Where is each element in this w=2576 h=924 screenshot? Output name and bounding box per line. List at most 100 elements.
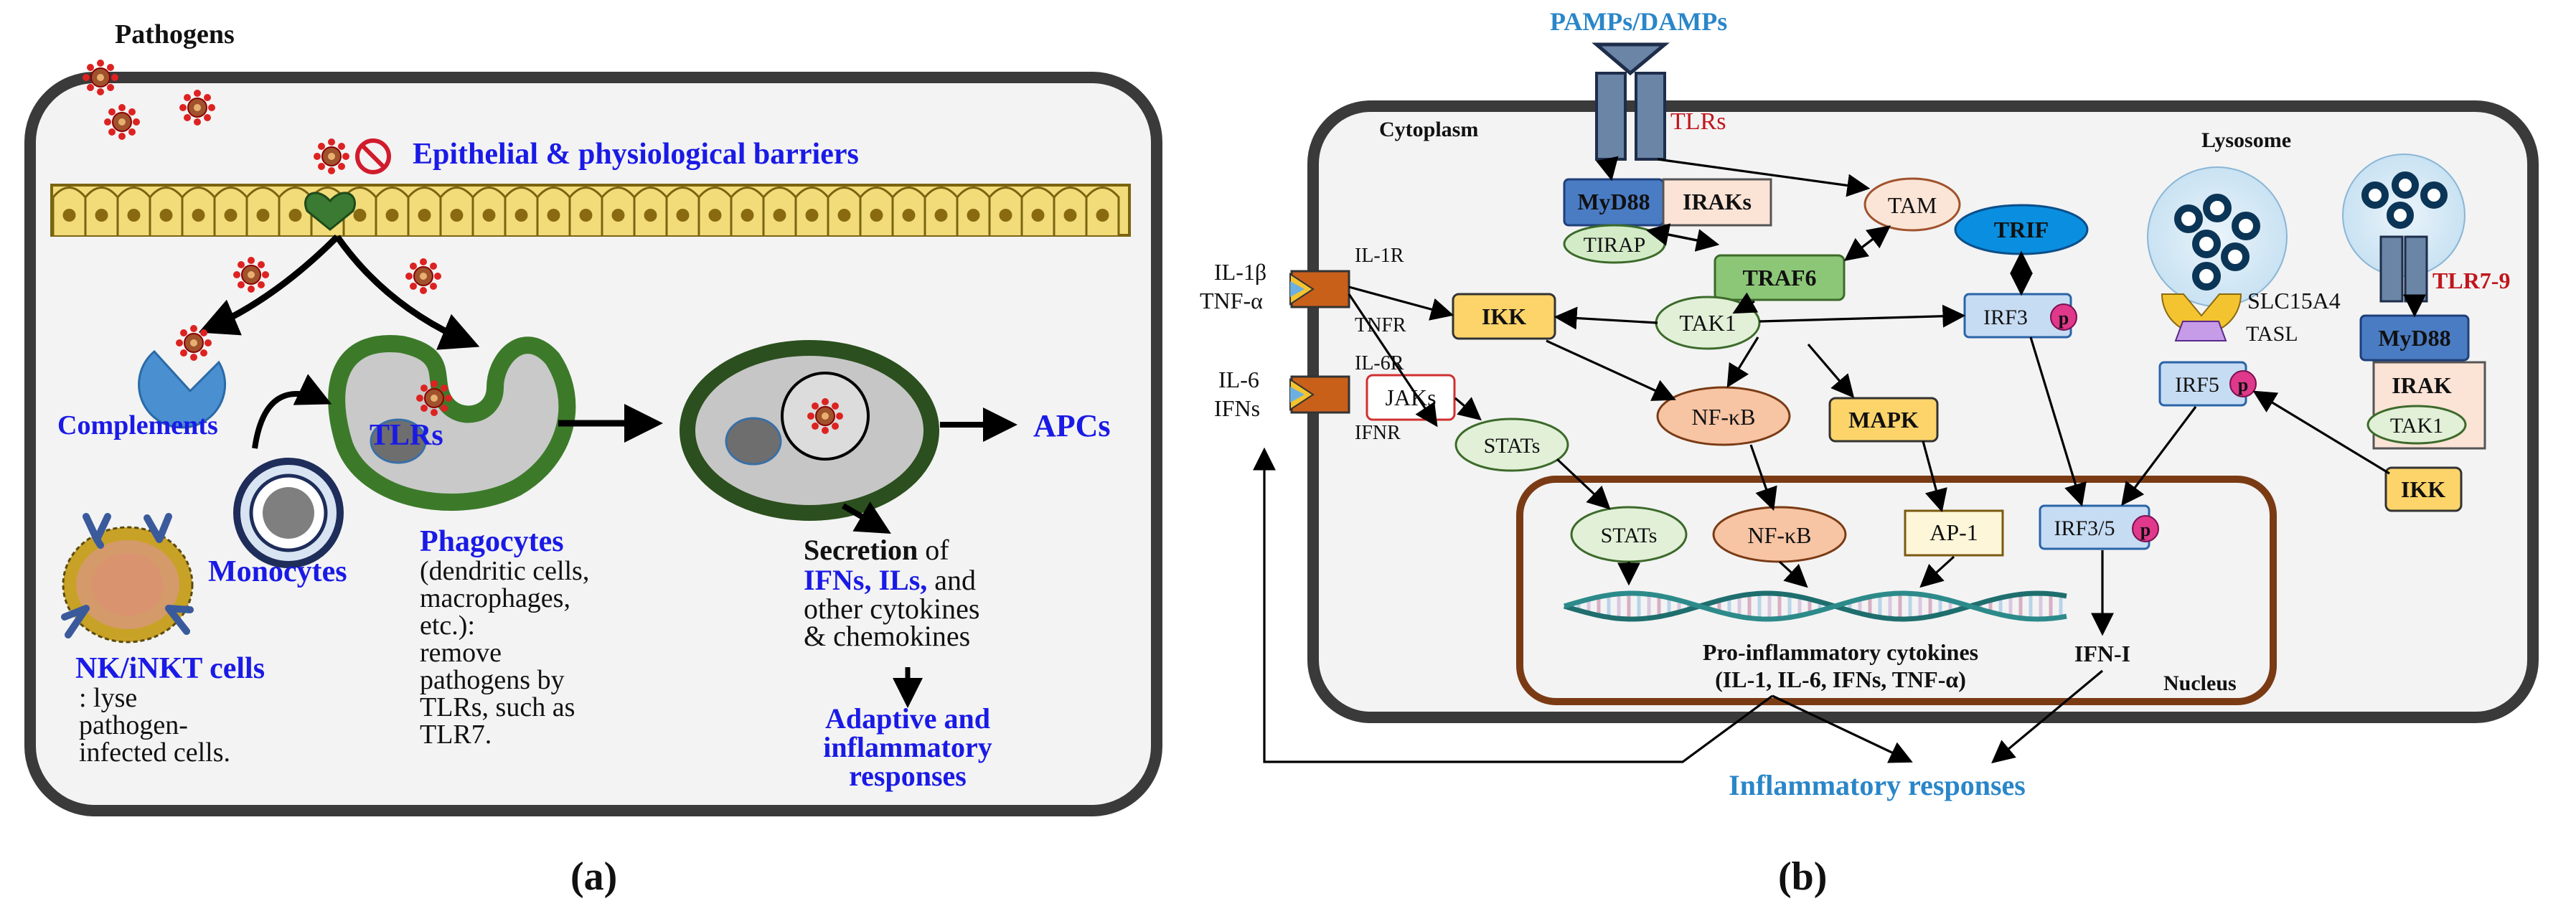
- caption-a: (a): [570, 854, 617, 899]
- epithelial-nucleus: [579, 209, 593, 222]
- epithelial-nucleus: [837, 209, 851, 222]
- arrow: [252, 374, 332, 449]
- text-line: (dendritic cells,: [420, 556, 589, 586]
- lysosome-label: Lysosome: [2201, 128, 2291, 152]
- lysosome-particles: [2174, 171, 2448, 291]
- epithelial-nucleus: [773, 209, 786, 222]
- tlr79-receptor-icon: [2379, 235, 2428, 303]
- epithelial-nucleus: [95, 209, 108, 222]
- il6-label: IL-6: [1218, 367, 1259, 392]
- epithelial-nucleus: [450, 209, 464, 222]
- stats-node-cyto: [1454, 418, 1569, 472]
- ikk-node-r: [2384, 466, 2463, 512]
- complement-icon: [138, 324, 227, 429]
- pathway-arrows: [1253, 156, 2426, 764]
- dna-icon: [1563, 590, 2067, 622]
- phospho-text: p: [2140, 519, 2150, 540]
- text-line: macrophages,: [420, 583, 570, 613]
- stats-text-nuc: STATs: [1601, 524, 1658, 547]
- tnfa-label: TNF-α: [1200, 288, 1263, 314]
- myd88-text: MyD88: [1577, 189, 1650, 214]
- ifnr-label: IFNR: [1355, 422, 1401, 444]
- pathogen-icon: [313, 138, 350, 175]
- ifns-label: IFNs: [1214, 395, 1260, 421]
- il6r-label: IL-6R: [1355, 352, 1404, 374]
- pathogen-icon: [405, 258, 442, 295]
- pamps-label: PAMPs/DAMPs: [1550, 7, 1727, 36]
- phospho-badge: [2132, 515, 2159, 542]
- nfkb-node: [1656, 386, 1791, 446]
- secretion-and: and: [927, 564, 976, 596]
- dna-strand: [1563, 590, 2067, 622]
- receptor-icon: [304, 192, 356, 231]
- epithelial-nucleus: [159, 209, 173, 222]
- nucleus-label: Nucleus: [2163, 671, 2237, 695]
- pathogen-icon: [232, 256, 270, 293]
- tlrs-label-a: TLRs: [370, 419, 443, 452]
- epithelial-nucleus: [418, 209, 431, 222]
- epithelial-nucleus: [353, 209, 367, 222]
- mapk-node: [1828, 397, 1939, 443]
- pathogen-icon: [179, 89, 216, 126]
- epithelial-nucleus: [870, 209, 883, 222]
- text-line: inflammatory: [823, 731, 992, 763]
- tak1-node-r: [2366, 405, 2467, 445]
- monocyte-icon: [233, 458, 344, 568]
- tak1-text-r: TAK1: [2390, 414, 2443, 438]
- slc15a4-label: SLC15A4: [2247, 288, 2341, 314]
- epithelial-nucleus: [999, 209, 1012, 222]
- epithelial-nucleus: [1063, 209, 1077, 222]
- tam-node: [1863, 177, 1961, 232]
- text-line: pathogens by: [420, 665, 565, 695]
- text-line: other cytokines: [804, 593, 980, 625]
- text-line: Adaptive and: [825, 702, 990, 735]
- panel-b: PAMPs/DAMPs TLRs Cytoplasm Lysosome MyD8…: [1200, 7, 2539, 899]
- barrier-label: Epithelial & physiological barriers: [413, 138, 859, 171]
- epithelial-nucleus: [676, 209, 690, 222]
- epithelial-nucleus: [708, 209, 722, 222]
- ikk-text: IKK: [1482, 303, 1526, 329]
- text-line: remove: [420, 638, 502, 668]
- epithelial-nucleus: [644, 209, 657, 222]
- epithelial-nucleus: [902, 209, 916, 222]
- tak1-text: TAK1: [1679, 310, 1736, 336]
- inflammatory-label: Inflammatory responses: [1729, 769, 2026, 801]
- tasl-icon: [2174, 321, 2227, 341]
- epithelial-nucleus: [1096, 209, 1109, 222]
- panel-a: Pathogens Epithelial & physiological bar…: [24, 19, 1162, 899]
- secretion-line2: IFNs, ILs, and: [804, 564, 976, 596]
- cytokines-line2: (IL-1, IL-6, IFNs, TNF-α): [1715, 666, 1966, 692]
- apcs-label: APCs: [1033, 408, 1111, 443]
- text-line: & chemokines: [804, 620, 970, 652]
- epithelial-nucleus: [514, 209, 528, 222]
- epithelial-nucleus: [547, 209, 560, 222]
- secretion-line1: Secretion of: [804, 534, 949, 566]
- ifn1-label: IFN-I: [2074, 641, 2130, 666]
- secretion-of: of: [918, 534, 949, 566]
- nucleus-outline: [1516, 476, 2277, 705]
- epithelial-nucleus: [224, 209, 238, 222]
- text-line: : lyse: [79, 683, 137, 713]
- secretion-description: other cytokines& chemokines: [804, 593, 980, 652]
- cytoplasm-label: Cytoplasm: [1379, 118, 1478, 141]
- tlrs-label-b: TLRs: [1670, 108, 1726, 135]
- complements-label: Complements: [57, 410, 218, 440]
- epithelial-nucleus: [611, 209, 625, 222]
- tam-text: TAM: [1888, 192, 1937, 218]
- caption-b: (b): [1778, 854, 1827, 899]
- stats-text-cyto: STATs: [1484, 434, 1541, 458]
- blocked-icon: [355, 138, 391, 174]
- arrow: [841, 501, 891, 534]
- traf6-text: TRAF6: [1742, 265, 1816, 291]
- monocytes-label: Monocytes: [208, 555, 347, 588]
- epithelial-nucleus: [127, 209, 141, 222]
- phospho-badge: [2050, 303, 2077, 331]
- arrow: [334, 235, 480, 350]
- ikk-text-r: IKK: [2401, 476, 2445, 502]
- phospho-text: p: [2059, 308, 2069, 329]
- text-line: etc.):: [420, 610, 475, 641]
- text-line: infected cells.: [79, 737, 230, 768]
- nfkb-text-nuc: NF-κB: [1747, 522, 1811, 548]
- secretion-bold: Secretion: [804, 534, 918, 566]
